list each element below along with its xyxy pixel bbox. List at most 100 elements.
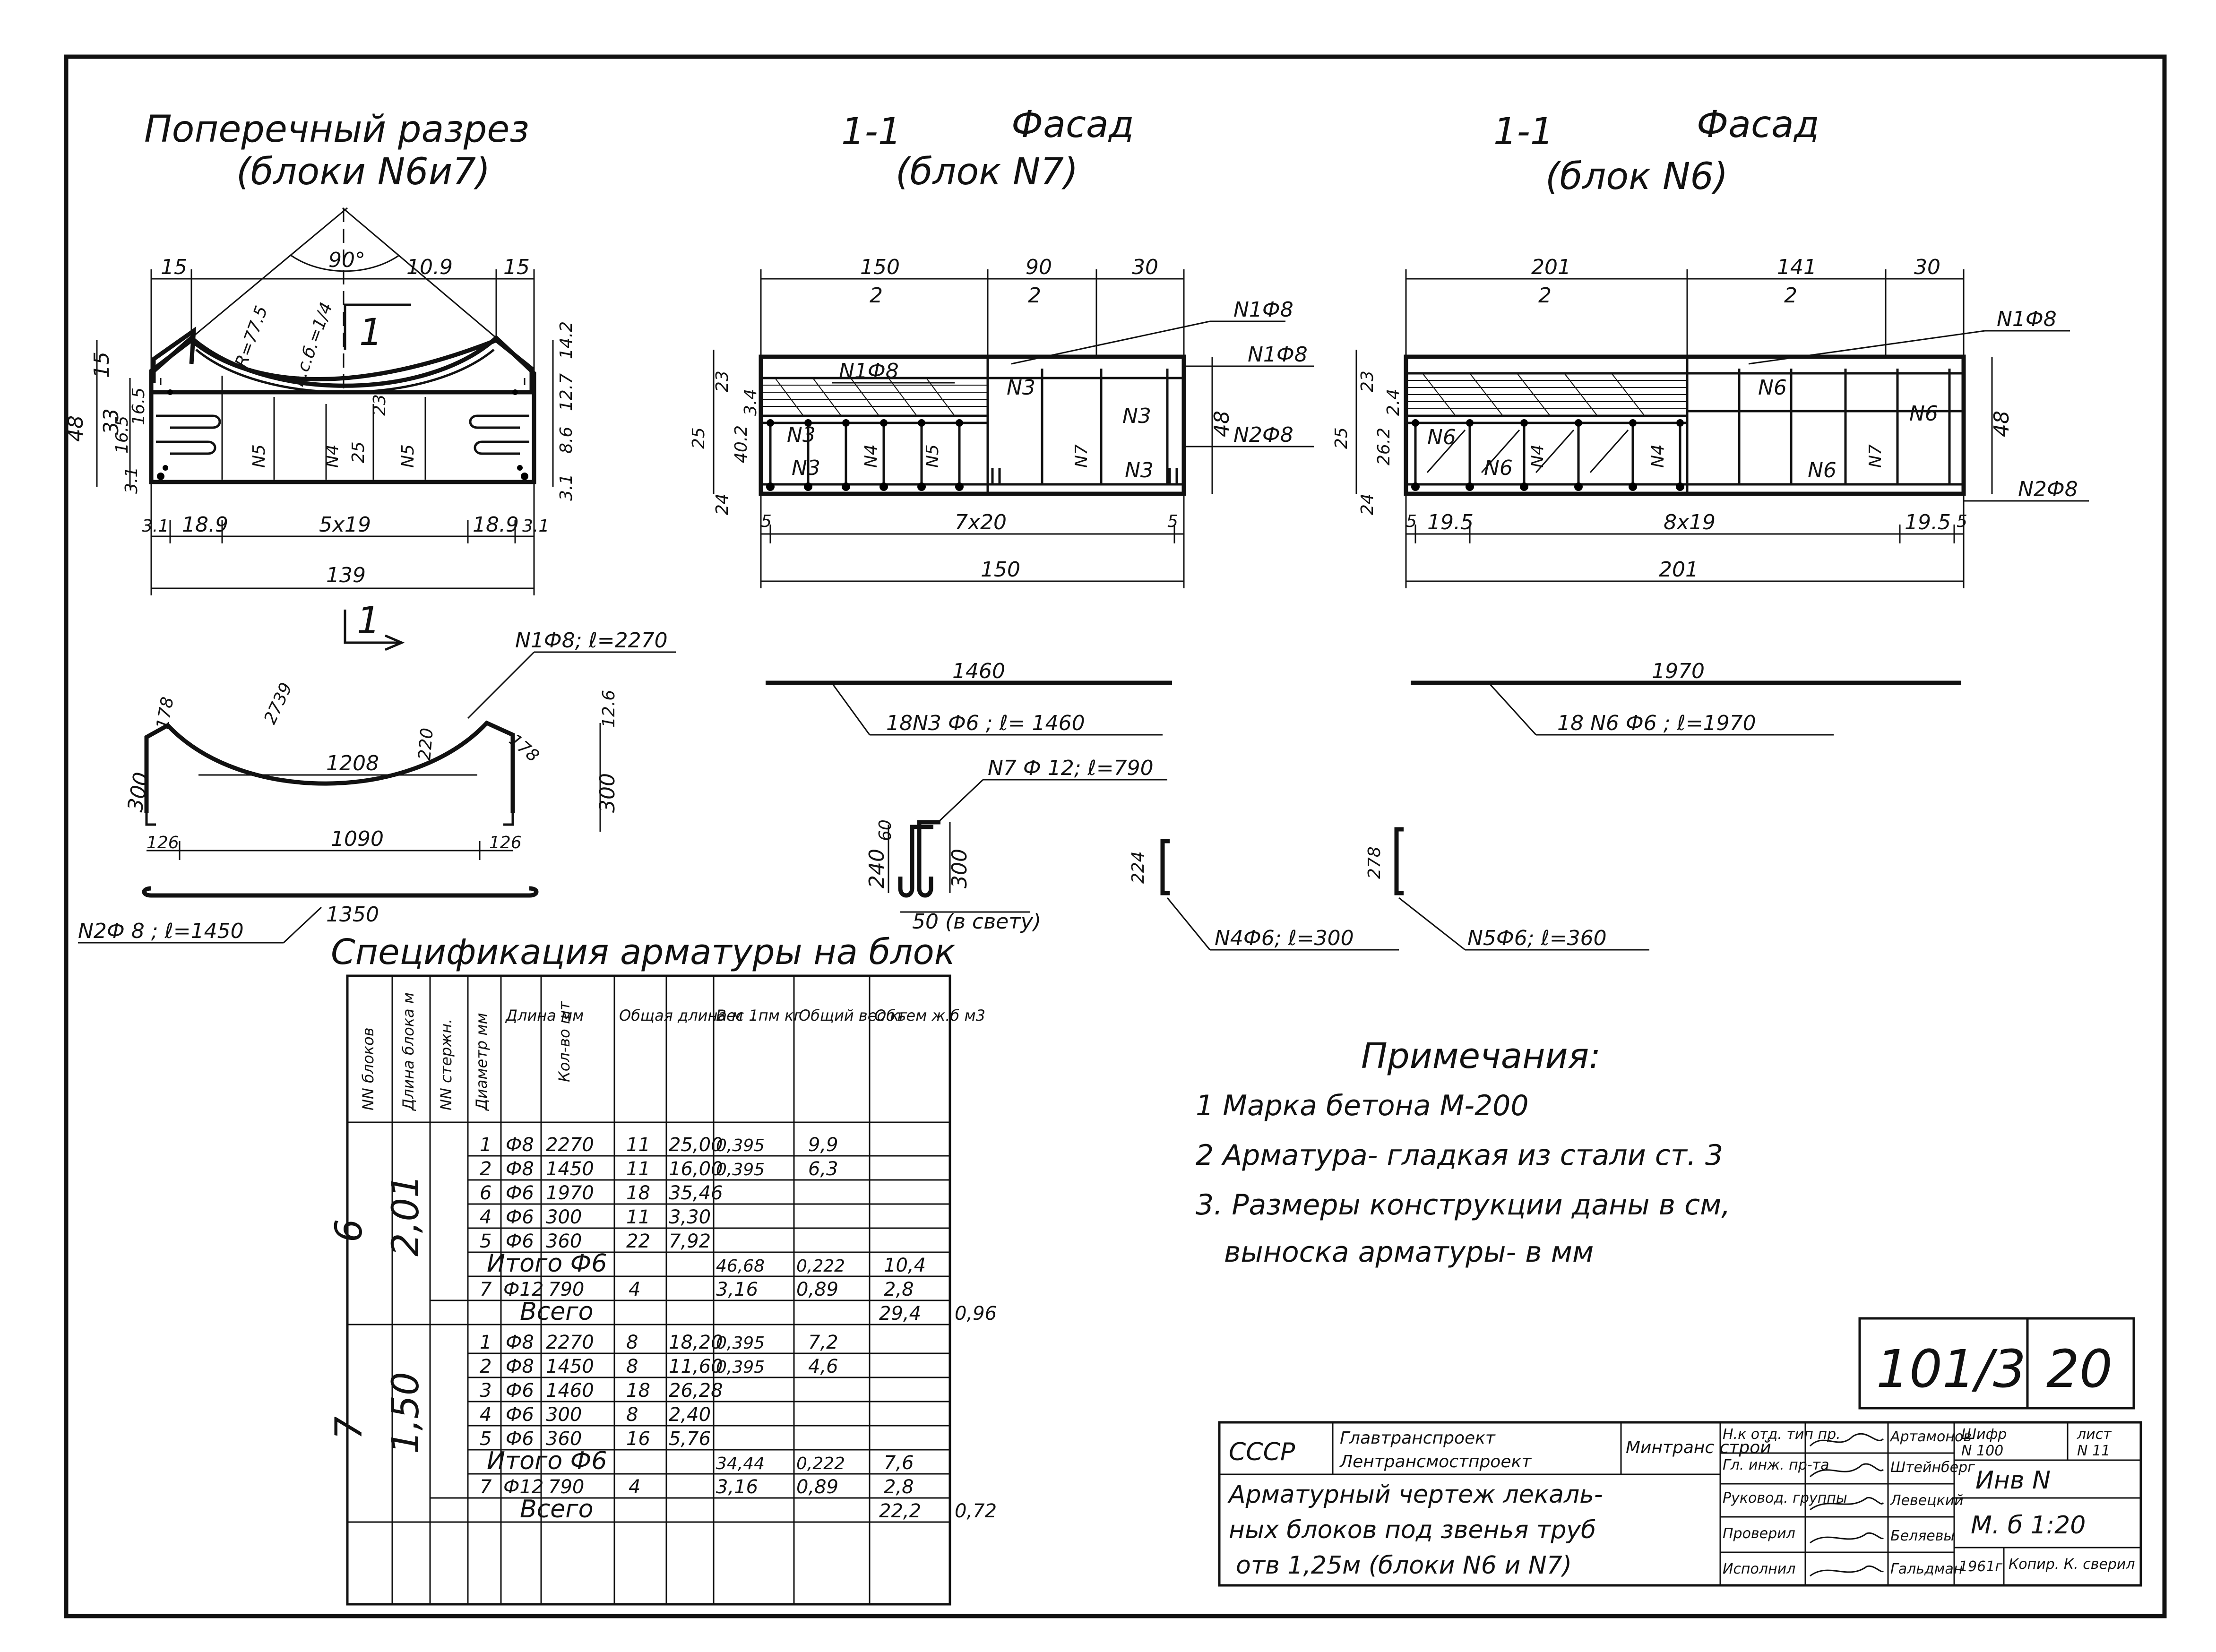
facade-n7-top-b: 90 [1026,255,1052,279]
facade-n6-title: 1-1 [1493,111,1553,153]
bar-n7-shape [898,825,933,898]
spec-header-cell: Общий вес кг [799,1007,907,1024]
facade-n7-n5: N5 [923,444,942,468]
bar-n1-hook-l [145,813,156,826]
signature [1810,1565,1884,1577]
stamp-name: Штейнберг [1890,1459,1975,1476]
sheet-number-box: 101/3 20 [1858,1317,2135,1410]
facade-n6-n6b: N6 [1909,402,1938,426]
facade-n6-left-d: 26.2 [1374,428,1394,465]
spec-cell: 790 [548,1279,584,1300]
rebar-dot [842,482,850,491]
rebar-dot [1676,482,1684,491]
leader [283,906,322,944]
facade-n7-n3a: N3 [1007,376,1035,400]
spec-cell: 5 [480,1230,491,1252]
facade-n7-n1c: N1Ф8 [839,359,899,383]
bar-label-n5b: N5 [398,444,418,468]
bar-n3-view: 1460 18N3 Ф6 ; ℓ= 1460 [766,659,1172,736]
spec-cell: 2 [480,1356,491,1377]
spec-cell: 8 [626,1404,638,1426]
stamp-role: Гл. инж. пр-та [1723,1457,1829,1473]
spec-subtotal: Итого Ф6 [487,1447,607,1475]
rebar-dot [517,465,523,471]
dim-top-right-b: 15 [503,255,530,279]
spec-cell: 0,96 [955,1303,997,1325]
sheet-frame [64,54,2167,1618]
facade-n7-view: 1-1 Фасад (блок N7) [689,103,1314,588]
cross-section-hook-left [156,414,221,429]
facade-n6-title2: Фасад [1697,103,1819,146]
bar-n6-length: 1970 [1652,659,1705,683]
spec-cell: 1460 [546,1380,594,1402]
cross-section-inner [160,378,526,385]
rebar-dot [1629,482,1637,491]
spec-cell: Ф6 [506,1428,534,1450]
bar-n3-length: 1460 [952,659,1005,683]
bar-n3-label: 18N3 Ф6 ; ℓ= 1460 [886,711,1085,735]
spec-cell: 2270 [546,1134,594,1156]
section-mark-top: 1 [359,311,383,354]
bar-n1-h-right: 300 [595,773,620,813]
spec-cell: 5 [480,1428,491,1450]
bar-n7-label: N7 Ф 12; ℓ=790 [988,756,1154,780]
section-arrow-bottom [344,610,402,644]
rebar-dot [1574,482,1583,491]
rebar-dot [1629,419,1637,427]
spec-cell: 11 [626,1206,650,1228]
spec-cell: 26,28 [669,1380,723,1402]
facade-n6-top-a: 201 [1531,255,1571,279]
spec-cell: Ф6 [506,1206,534,1228]
spec-cell: 29,4 [879,1303,921,1325]
spec-cell: 3,30 [669,1206,711,1228]
stamp-name: Артамонов [1889,1428,1972,1445]
facade-n6-n4b: N4 [1648,444,1668,468]
stamp-year: 1961г [1959,1558,2002,1575]
facade-n6-view: 1-1 Фасад (блок N6) [1332,103,2089,588]
rebar-dot [766,482,775,491]
spec-cell: Ф6 [506,1230,534,1252]
spec-frame [346,974,951,1606]
rebar-dot [880,419,888,427]
bar-n1-view: N1Ф8; ℓ=2270 178 2739 220 178 12.6 300 3… [123,628,676,860]
section-mark-bottom: 1 [357,600,380,642]
spec-cell: 4 [629,1476,640,1498]
facade-n6-top-a2: 2 [1538,284,1552,308]
spec-cell: 11,60 [669,1356,723,1377]
rebar-dot [1412,419,1419,427]
note-item-1: 1 Марка бетона М-200 [1196,1089,1529,1122]
facade-n7-top-c: 30 [1132,255,1158,279]
dim-bottom-mid: 5x19 [319,513,371,537]
cross-section-hook-left-2 [156,440,216,455]
rebar-dot [1411,482,1420,491]
spec-header-cell: Объем ж.б м3 [874,1007,985,1024]
facade-n7-left-d: 40.2 [732,425,751,463]
spec-cell: 4 [480,1206,491,1228]
spec-header-cell: NN стержн. [437,1019,455,1110]
facade-n6-n4a: N4 [1528,444,1547,468]
stamp-frame [1218,1421,2142,1587]
dim-bottom-a: 18.9 [182,513,228,537]
bar-n1-hook-r [503,813,514,826]
facade-n6-bottom-a: 19.5 [1427,510,1474,534]
spec-cell: Ф6 [506,1380,534,1402]
stamp-name: Левецкий [1890,1492,1964,1509]
spec-title: Спецификация арматуры на блок [331,932,956,972]
spec-cell: Ф8 [506,1158,534,1180]
sheet-number: 101/3 [1876,1339,2026,1399]
spec-cell: 35,46 [669,1182,723,1204]
spec-cell: 34,44 [716,1454,765,1473]
spec-sum: Всего [520,1298,593,1326]
bar-n4-label: N4Ф6; ℓ=300 [1215,926,1354,950]
bar-n7-b: 240 [865,849,889,888]
spec-cell: 7 [480,1279,492,1300]
spec-rows [347,1121,950,1523]
stamp-org-1: Главтранспроект [1340,1428,1496,1448]
section-arrow-top [344,303,411,350]
leader [937,779,984,823]
spec-cell: 3,16 [716,1476,758,1498]
cross-section-view: Поперечный разрез (блоки N6и7) 90° R=77.… [64,108,576,651]
bar-n1-e: 12.6 [599,690,619,728]
facade-n6-n2: N2Ф8 [2018,477,2078,501]
